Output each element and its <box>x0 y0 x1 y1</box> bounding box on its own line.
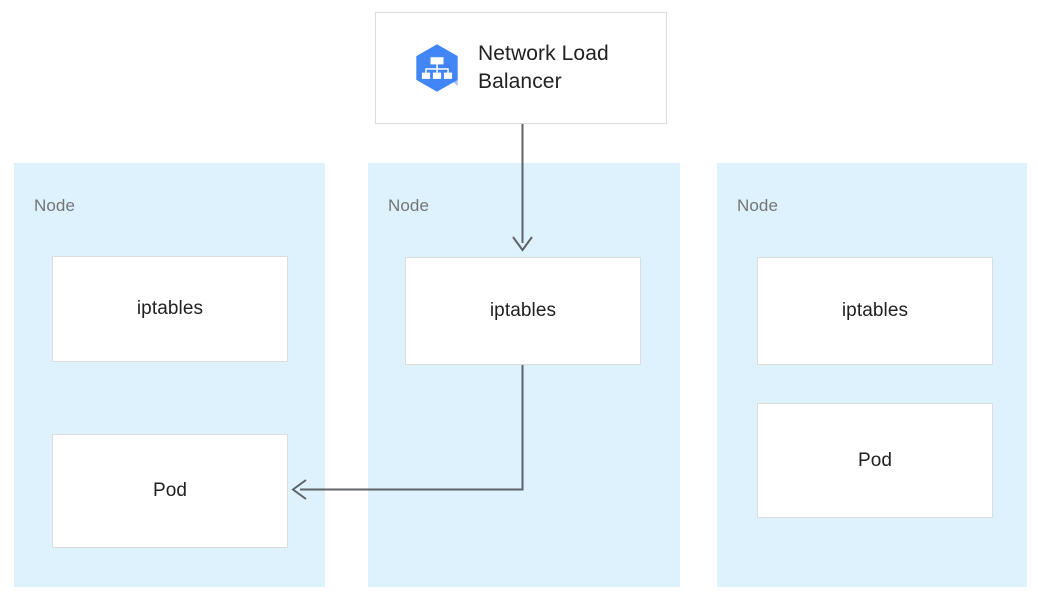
network-load-balancer-icon <box>410 41 464 95</box>
node-panel-2: Node <box>368 163 680 587</box>
node-3-pod-label: Pod <box>857 449 893 471</box>
node-panel-3-label: Node <box>737 196 779 215</box>
node-2-iptables-label: iptables <box>489 300 557 321</box>
node-1-iptables-label: iptables <box>136 298 204 319</box>
network-load-balancer-label: Network Load Balancer <box>478 42 609 93</box>
node-panel-3: Node <box>717 163 1027 587</box>
node-3-iptables-box[interactable]: iptables <box>757 257 993 365</box>
node-3-pod-box[interactable]: Pod <box>757 403 993 518</box>
node-panel-2-label: Node <box>388 196 430 215</box>
node-1-pod-box[interactable]: Pod <box>52 434 288 548</box>
network-load-balancer-box[interactable]: Network Load Balancer <box>375 12 667 124</box>
node-1-pod-label: Pod <box>152 480 188 501</box>
node-panel-1-label: Node <box>34 196 76 215</box>
node-1-iptables-box[interactable]: iptables <box>52 256 288 362</box>
node-2-iptables-box[interactable]: iptables <box>405 257 641 365</box>
node-3-iptables-label: iptables <box>841 300 909 321</box>
